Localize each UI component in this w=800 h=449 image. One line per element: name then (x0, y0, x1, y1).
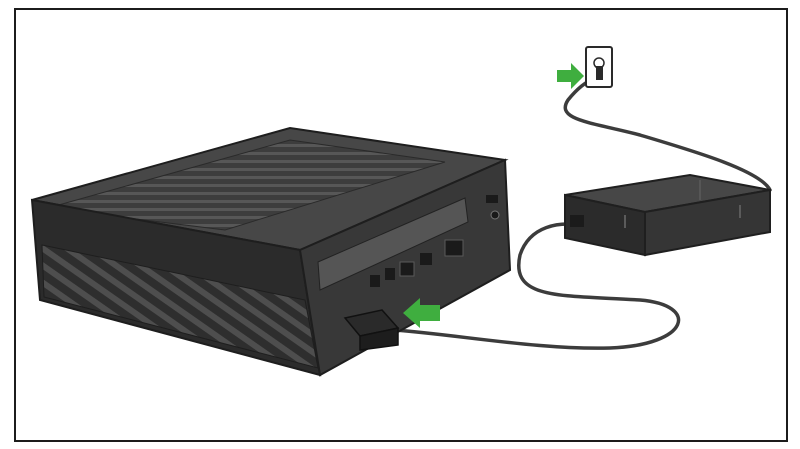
console-power-cable (393, 222, 681, 350)
console-arrow-icon (403, 298, 440, 328)
outlet-arrow-icon (557, 63, 584, 89)
console-power-plug (343, 309, 400, 351)
wall-outlet-icon (585, 46, 613, 88)
power-brick-icon (564, 173, 771, 257)
console-icon (30, 126, 512, 377)
wall-power-cable (563, 76, 772, 192)
